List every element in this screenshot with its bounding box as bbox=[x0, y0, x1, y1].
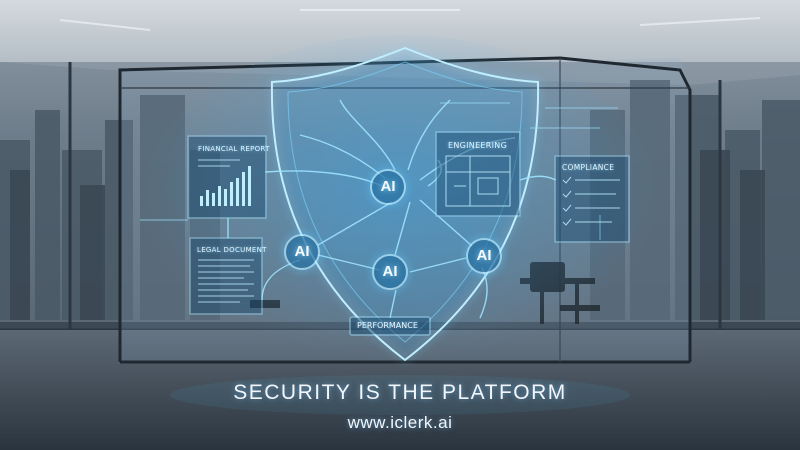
circuit-lines bbox=[140, 102, 618, 221]
website-url: www.iclerk.ai bbox=[347, 413, 453, 432]
legal-document-title: LEGAL DOCUMENT bbox=[197, 246, 267, 254]
performance-panel bbox=[349, 316, 431, 336]
financial-report-panel bbox=[187, 135, 267, 219]
financial-report-title: FINANCIAL REPORT bbox=[198, 145, 270, 153]
shield-icon bbox=[268, 44, 542, 364]
performance-title: PERFORMANCE bbox=[357, 321, 418, 330]
ceiling-lights bbox=[59, 9, 761, 31]
ai-node-label: AI bbox=[476, 247, 492, 264]
ai-node-label: AI bbox=[294, 243, 310, 260]
legal-document-panel bbox=[189, 237, 263, 315]
engineering-panel bbox=[435, 131, 521, 217]
engineering-title: ENGINEERING bbox=[448, 141, 508, 150]
compliance-panel bbox=[554, 155, 630, 243]
floor bbox=[0, 330, 800, 450]
compliance-title: COMPLIANCE bbox=[562, 163, 615, 172]
ai-nodes bbox=[282, 167, 504, 292]
ai-node-label: AI bbox=[382, 263, 398, 280]
headline: SECURITY IS THE PLATFORM bbox=[233, 381, 567, 404]
ai-node-label: AI bbox=[380, 178, 396, 195]
